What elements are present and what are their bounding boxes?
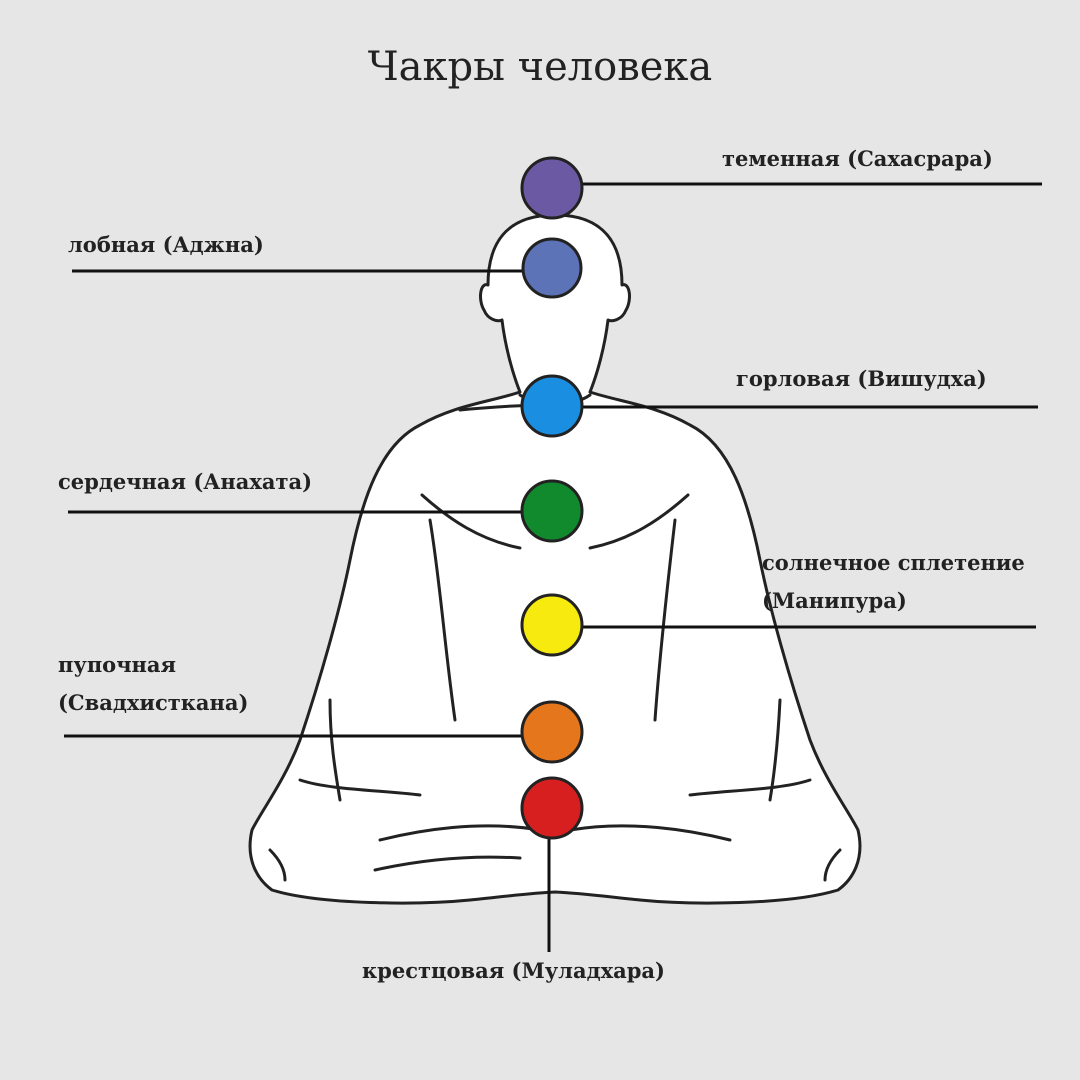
label-sahasrara: теменная (Сахасрара): [722, 146, 993, 171]
label-manipura-line-1: солнечное сплетение: [762, 550, 1025, 575]
body-detail-lines: [268, 393, 842, 882]
chakra-ajna: [521, 237, 583, 299]
label-manipura: солнечное сплетение (Манипура): [762, 544, 1025, 620]
label-anahata: сердечная (Анахата): [58, 469, 313, 494]
chakra-anahata: [520, 479, 584, 543]
label-svadhisthana: пупочная (Свадхисткана): [58, 646, 248, 722]
label-manipura-line-2: (Манипура): [762, 588, 907, 613]
label-muladhara: крестцовая (Муладхара): [362, 958, 665, 983]
label-vishuddha: горловая (Вишудха): [736, 366, 987, 391]
chakra-vishuddha: [520, 374, 584, 438]
label-ajna: лобная (Аджна): [68, 232, 264, 257]
page-title: Чакры человека: [367, 44, 713, 90]
chakra-manipura: [520, 593, 584, 657]
chakra-circles: [520, 156, 584, 840]
chakra-svadhisthana: [520, 700, 584, 764]
label-svadhisthana-line-2: (Свадхисткана): [58, 690, 249, 715]
label-svadhisthana-line-1: пупочная: [58, 652, 177, 677]
chakra-sahasrara: [520, 156, 584, 220]
meditating-body-outline: [248, 213, 862, 905]
chakra-muladhara: [520, 776, 584, 840]
